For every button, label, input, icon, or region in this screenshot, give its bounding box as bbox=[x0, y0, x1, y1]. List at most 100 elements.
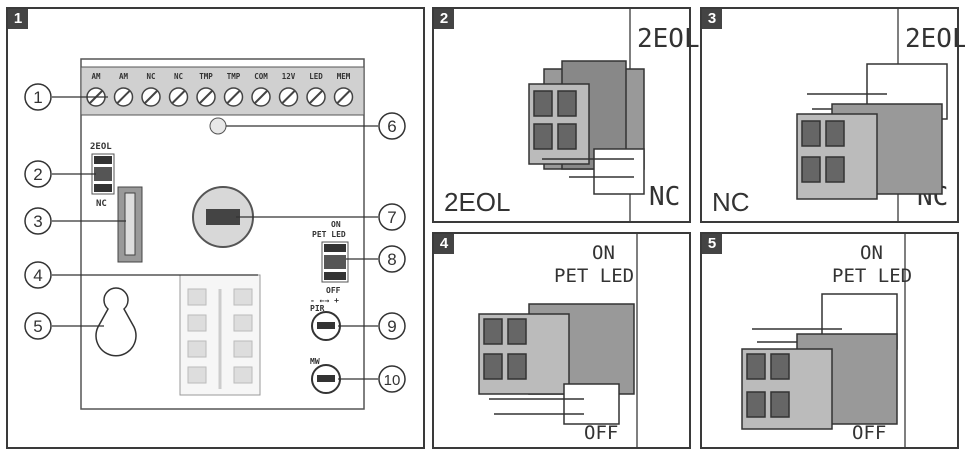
panel-3-nc-jumper: 3 2EOL NC NC bbox=[700, 7, 965, 223]
mode-label: NC bbox=[712, 187, 750, 217]
terminal-label: NC bbox=[146, 72, 155, 81]
terminal-label: NC bbox=[174, 72, 183, 81]
terminal-label: TMP bbox=[199, 72, 213, 81]
label-off: OFF bbox=[326, 286, 341, 295]
mode-label: 2EOL bbox=[444, 187, 511, 217]
mw-pad bbox=[187, 366, 207, 384]
callouts: 1 2 3 4 5 6 7 8 9 10 bbox=[24, 83, 406, 393]
terminal-screw bbox=[168, 87, 189, 107]
panel-3-drawing: 2EOL NC NC bbox=[712, 9, 965, 221]
jumper-pin bbox=[94, 156, 112, 164]
mw-pad bbox=[233, 340, 253, 358]
bottom-label-off: OFF bbox=[852, 422, 886, 444]
tamper-lever bbox=[124, 192, 136, 256]
svg-text:9: 9 bbox=[387, 317, 396, 336]
panel-number: 5 bbox=[702, 234, 722, 254]
svg-text:1: 1 bbox=[33, 88, 42, 107]
jumper-cap bbox=[324, 255, 346, 269]
panel-2-drawing: 2EOL NC 2EOL bbox=[444, 9, 700, 221]
top-label-pet-led: PET LED bbox=[554, 265, 634, 287]
bottom-label-off: OFF bbox=[584, 422, 618, 444]
label-pet-led: PET LED bbox=[312, 230, 346, 239]
terminal-label: COM bbox=[254, 72, 268, 81]
label-on: ON bbox=[331, 220, 341, 229]
pir-element bbox=[206, 209, 240, 225]
terminal-label: LED bbox=[309, 72, 323, 81]
mounting-hole bbox=[95, 287, 137, 357]
terminal-screw bbox=[251, 87, 271, 107]
jumper-block bbox=[528, 60, 645, 195]
callout-6: 6 bbox=[378, 112, 406, 140]
svg-text:3: 3 bbox=[33, 212, 42, 231]
callout-4: 4 bbox=[24, 261, 52, 289]
top-label-on: ON bbox=[592, 242, 615, 264]
terminal-label: MEM bbox=[337, 72, 351, 81]
jumper-block bbox=[796, 63, 948, 200]
jumper-block bbox=[478, 303, 635, 425]
mw-pad bbox=[187, 314, 207, 332]
svg-text:2: 2 bbox=[33, 165, 42, 184]
board-outline bbox=[80, 58, 365, 410]
led bbox=[209, 117, 227, 135]
terminal-label: 12V bbox=[282, 72, 296, 81]
callout-2: 2 bbox=[24, 160, 52, 188]
terminal-label: TMP bbox=[227, 72, 241, 81]
terminal-screw bbox=[306, 87, 326, 107]
top-label: 2EOL bbox=[905, 24, 965, 54]
terminal-labels: AM AM NC NC TMP TMP COM 12V LED MEM bbox=[91, 72, 350, 81]
svg-text:6: 6 bbox=[387, 117, 396, 136]
jumper-pin bbox=[324, 272, 346, 280]
panel-4-drawing: ON PET LED OFF bbox=[478, 234, 638, 447]
callout-5: 5 bbox=[24, 312, 52, 340]
panel-5-pet-led-off: 5 ON PET LED OFF bbox=[700, 232, 959, 449]
top-label: 2EOL bbox=[637, 24, 700, 54]
jumper-pin bbox=[94, 184, 112, 192]
terminal-screw bbox=[223, 87, 244, 107]
panel-number: 1 bbox=[8, 9, 28, 29]
callout-3: 3 bbox=[24, 207, 52, 235]
svg-text:7: 7 bbox=[387, 208, 396, 227]
panel-1-board: 1 AM AM NC NC TMP TMP COM 12V LED MEM bbox=[6, 7, 425, 449]
terminal-screw bbox=[113, 87, 134, 107]
svg-text:8: 8 bbox=[387, 250, 396, 269]
callout-1: 1 bbox=[24, 83, 52, 111]
panel-number: 2 bbox=[434, 9, 454, 29]
terminal-screw bbox=[333, 87, 354, 107]
panel-4-pet-led-on: 4 ON PET LED OFF bbox=[432, 232, 691, 449]
terminal-label: AM bbox=[91, 72, 101, 81]
mw-pad bbox=[233, 314, 253, 332]
panel-number: 3 bbox=[702, 9, 722, 29]
label-nc: NC bbox=[96, 199, 107, 209]
mw-pad bbox=[233, 288, 253, 306]
jumper-block bbox=[741, 293, 898, 430]
bottom-label: NC bbox=[649, 182, 680, 212]
callout-8: 8 bbox=[378, 245, 406, 273]
mw-pad bbox=[187, 288, 207, 306]
mw-pad bbox=[187, 340, 207, 358]
mw-pad bbox=[233, 366, 253, 384]
svg-text:5: 5 bbox=[33, 317, 42, 336]
microwave-pads bbox=[187, 288, 253, 389]
svg-text:10: 10 bbox=[384, 372, 401, 389]
panel-2-eol-jumper: 2 2EOL NC 2EOL bbox=[432, 7, 700, 223]
callout-7: 7 bbox=[378, 203, 406, 231]
top-label-pet-led: PET LED bbox=[832, 265, 912, 287]
callout-9: 9 bbox=[378, 312, 406, 340]
terminal-screw bbox=[196, 87, 216, 107]
jumper-pin bbox=[324, 244, 346, 252]
panel-5-drawing: ON PET LED OFF bbox=[741, 234, 912, 447]
callout-10: 10 bbox=[378, 365, 406, 393]
pot-slot bbox=[317, 375, 335, 382]
panel-number: 4 bbox=[434, 234, 454, 254]
terminal-screw bbox=[278, 87, 299, 107]
terminal-label: AM bbox=[119, 72, 129, 81]
terminal-screw bbox=[141, 87, 161, 107]
leader-lines bbox=[52, 96, 378, 380]
pot-slot bbox=[317, 322, 335, 329]
top-label-on: ON bbox=[860, 242, 883, 264]
svg-text:4: 4 bbox=[33, 266, 42, 285]
jumper-cap bbox=[94, 167, 112, 181]
label-pir: PIR bbox=[310, 304, 325, 313]
label-mw: MW bbox=[310, 357, 320, 366]
